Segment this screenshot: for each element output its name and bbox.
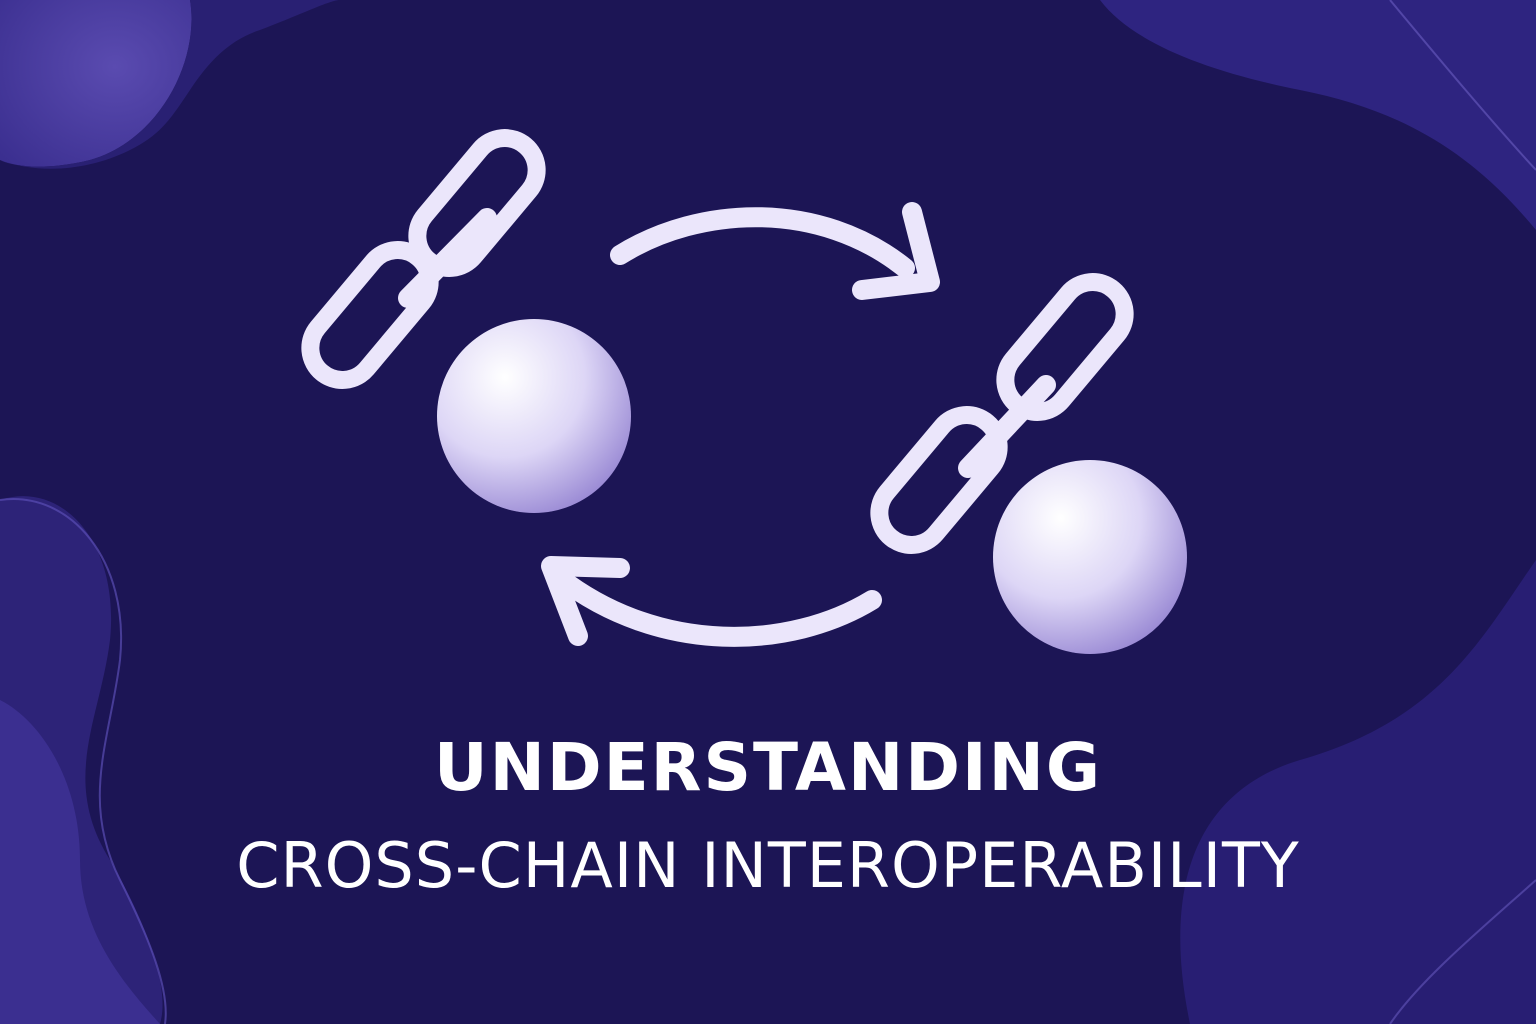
blob-left-line	[0, 498, 167, 1024]
blob-top-right	[1100, 0, 1536, 230]
blob-bottom-right	[1180, 560, 1536, 1024]
headline-line-2: CROSS-CHAIN INTEROPERABILITY	[236, 829, 1300, 902]
blob-top-left	[0, 0, 192, 167]
chain-link-icon	[301, 129, 546, 389]
headline-line-1: UNDERSTANDING	[433, 729, 1103, 806]
sphere-icon	[437, 319, 631, 513]
blob-bottom-left-light	[0, 700, 160, 1024]
arrow-curved-right-icon	[610, 202, 940, 300]
blob-top-right-line	[1389, 0, 1536, 171]
arrow-curved-left-icon	[541, 556, 882, 647]
chain-link-icon	[870, 273, 1134, 554]
blob-bottom-right-line	[1389, 879, 1536, 1024]
sphere-icon	[993, 460, 1187, 654]
